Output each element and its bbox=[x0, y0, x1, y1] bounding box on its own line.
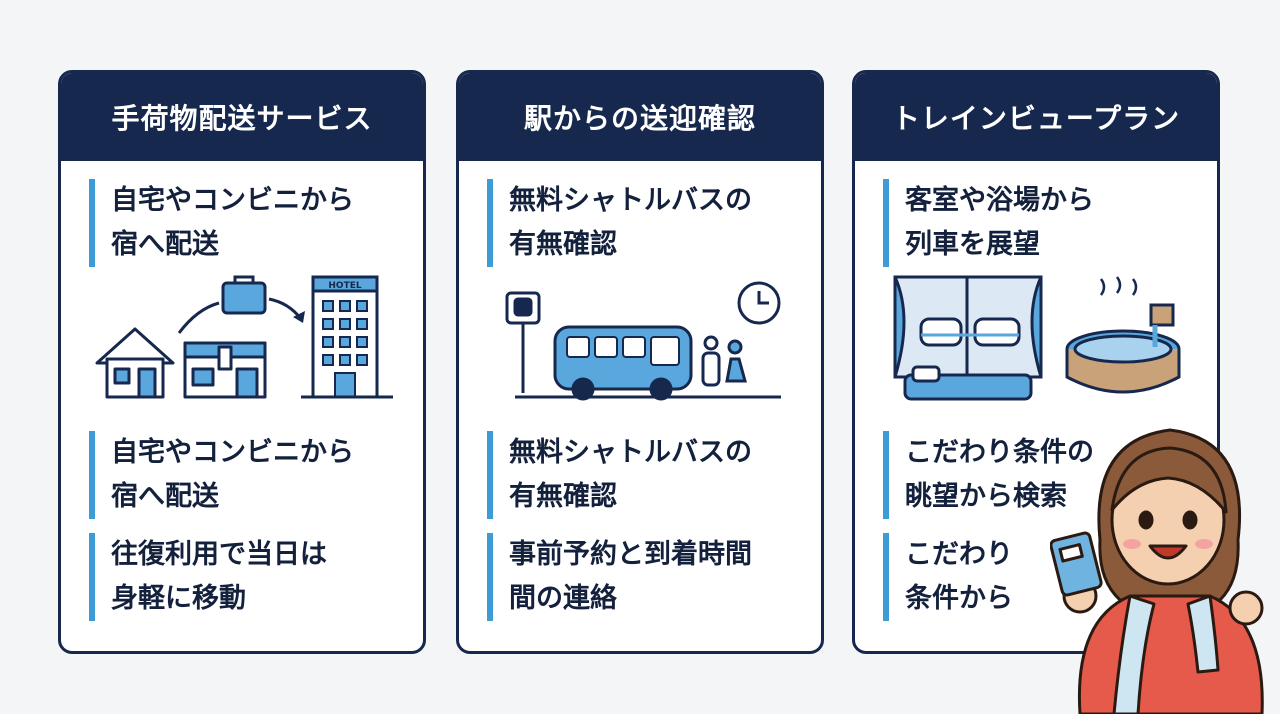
list-item: 客室や浴場から 列車を展望 bbox=[883, 179, 1197, 267]
card-title: トレインビュープラン bbox=[855, 73, 1217, 161]
shuttle-bus-illustration bbox=[505, 281, 781, 401]
list-item: 自宅やコンビニから 宿へ配送 bbox=[89, 179, 403, 267]
hotel-icon bbox=[301, 275, 393, 399]
bus-icon bbox=[553, 325, 693, 401]
train-sign-icon bbox=[505, 291, 541, 393]
list-item: 事前予約と到着時間 間の連絡 bbox=[487, 533, 801, 621]
bed-icon bbox=[903, 365, 1033, 401]
house-icon bbox=[95, 327, 175, 399]
card-title: 駅からの送迎確認 bbox=[459, 73, 821, 161]
train-view-illustration bbox=[893, 275, 1181, 401]
hotel-sign: HOTEL bbox=[328, 281, 361, 291]
list-item: こだわり条件の 眺望から検索 bbox=[883, 431, 1197, 519]
list-item: 自宅やコンビニから 宿へ配送 bbox=[89, 431, 403, 519]
list-item: 無料シャトルバスの 有無確認 bbox=[487, 431, 801, 519]
card-station-pickup: 駅からの送迎確認 無料シャトルバスの 有無確認 bbox=[456, 70, 824, 654]
luggage-delivery-illustration: HOTEL bbox=[95, 275, 393, 399]
hot-spring-bath-icon bbox=[1065, 276, 1181, 394]
list-item: 往復利用で当日は 身軽に移動 bbox=[89, 533, 403, 621]
arrow-icon bbox=[177, 301, 220, 334]
list-item: 無料シャトルバスの 有無確認 bbox=[487, 179, 801, 267]
list-item: こだわり 条件から bbox=[883, 533, 1197, 621]
convenience-store-icon bbox=[183, 341, 267, 399]
card-title: 手荷物配送サービス bbox=[61, 73, 423, 161]
suitcase-icon bbox=[221, 275, 267, 315]
card-luggage-delivery: 手荷物配送サービス 自宅やコンビニから 宿へ配送 bbox=[58, 70, 426, 654]
people-icon bbox=[701, 335, 747, 387]
clock-icon bbox=[737, 281, 781, 325]
window-train-icon bbox=[893, 275, 1043, 379]
woman-illustration bbox=[1050, 428, 1264, 714]
